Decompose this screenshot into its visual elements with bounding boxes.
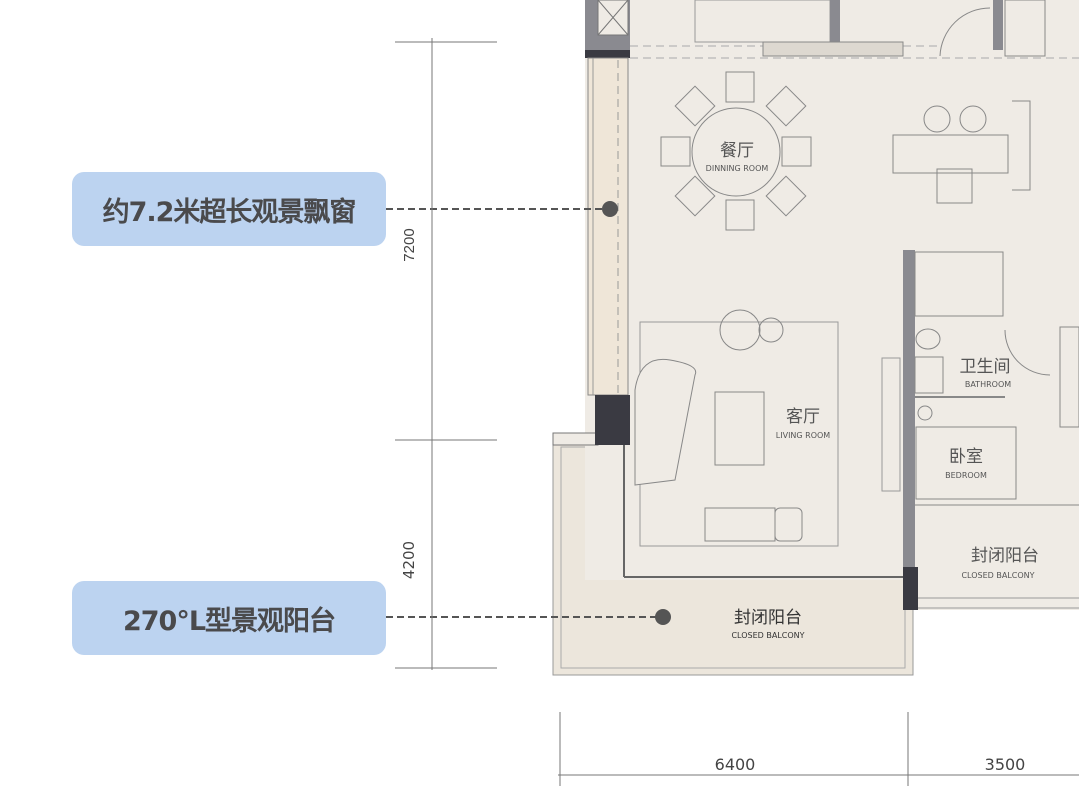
room-label-bedroom: 卧室 [949,447,983,467]
vertical-dimension [395,38,497,670]
room-label-main-balcony: 封闭阳台 [734,608,802,628]
bed [915,426,1017,500]
wall [903,250,915,610]
callout-balcony: 270°L型景观阳台 [72,581,386,655]
living-dining-floor [585,0,1079,580]
room-label-bedroom-en: BEDROOM [945,471,987,480]
room-label-main-balcony-en: CLOSED BALCONY [731,631,804,640]
side-balcony-floor [913,500,1079,610]
room-label-dining-en: DINNING ROOM [706,164,769,173]
room-label-living-en: LIVING ROOM [776,431,831,440]
bay-window [587,57,629,396]
dim-6400: 6400 [715,755,756,774]
room-label-side-balcony: 封闭阳台 [971,546,1039,566]
room-label-bathroom-en: BATHROOM [965,380,1011,389]
dim-3500: 3500 [985,755,1026,774]
room-label-dining: 餐厅 [720,141,754,161]
horizontal-dimension [558,712,1079,786]
dim-7200: 7200 [401,228,418,261]
column [595,395,630,445]
marker-dot [602,201,618,217]
dining-table [691,107,781,197]
room-label-bathroom: 卫生间 [960,357,1011,377]
marker-dot [655,609,671,625]
dim-4200: 4200 [400,541,418,579]
callout-bay-window: 约7.2米超长观景飘窗 [72,172,386,246]
room-label-living: 客厅 [786,407,820,427]
armchair [634,358,697,486]
room-label-side-balcony-en: CLOSED BALCONY [961,571,1034,580]
